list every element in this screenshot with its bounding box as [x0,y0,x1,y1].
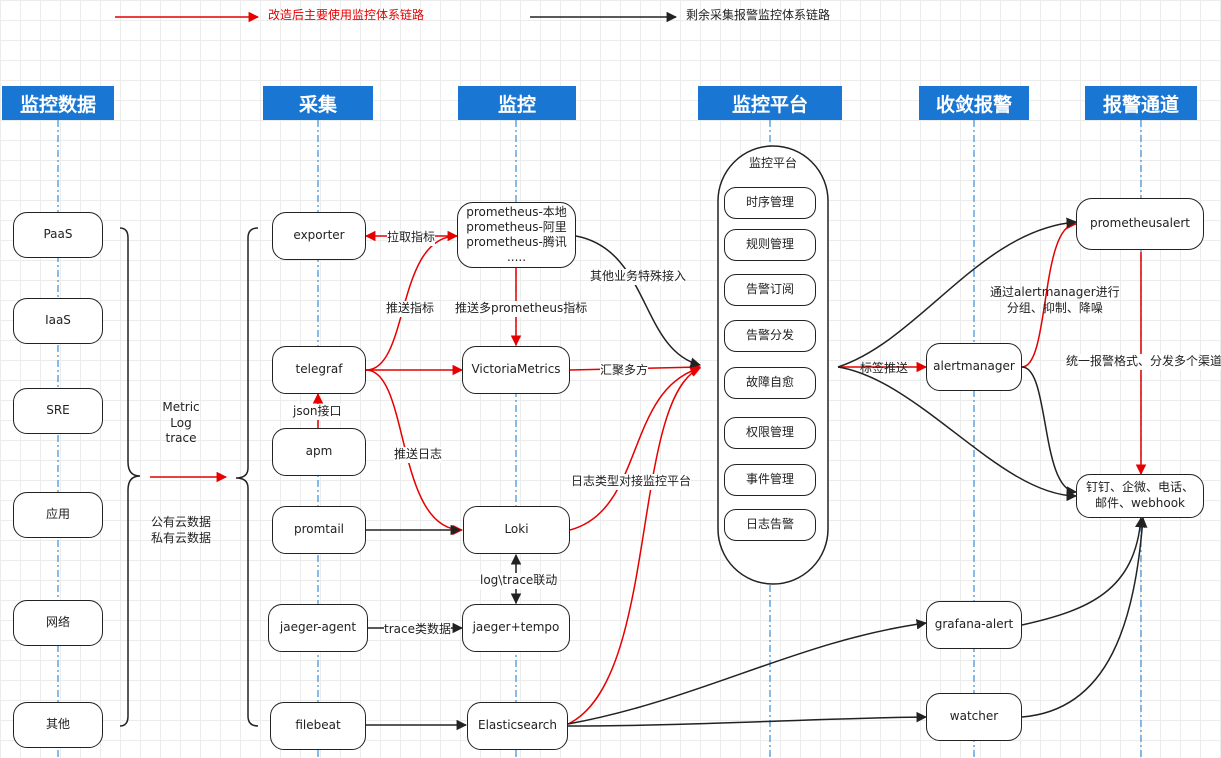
edge-label-json: json接口 [293,404,342,420]
edge-label-trace-data: trace类数据 [384,622,451,638]
platform-item: 故障自愈 [724,367,816,399]
alert-grafana-alert: grafana-alert [926,601,1022,649]
data-types-label: Metric Log trace [162,400,200,446]
header-platform: 监控平台 [698,86,842,120]
header-collect: 采集 [263,86,373,120]
source-node: SRE [13,388,103,434]
edge-prometheus-platform [575,235,702,368]
platform-item: 规则管理 [724,229,816,261]
collector-exporter: exporter [272,212,366,260]
collector-apm: apm [272,428,366,476]
edge-alertmanager-prometheusalert [1021,218,1078,368]
header-monitor: 监控 [458,86,576,120]
header-converge: 收敛报警 [919,86,1029,120]
edge-label-unified: 统一报警格式、分发多个渠道 [1066,354,1221,370]
source-node: 应用 [13,492,103,538]
platform-title: 监控平台 [748,156,797,170]
edge-label-pull: 拉取指标 [387,230,436,246]
edge-es-grafana [567,619,928,725]
edge-label-push-multi: 推送多prometheus指标 [455,301,588,317]
source-node: 网络 [13,600,103,646]
edge-label-log-type: 日志类型对接监控平台 [571,474,692,490]
edge-platform-prometheusalert [837,217,1078,368]
monitor-elasticsearch: Elasticsearch [467,702,568,750]
edge-label-alertmanager-desc: 通过alertmanager进行 分组、抑制、降噪 [990,285,1120,315]
alert-watcher: watcher [926,693,1022,741]
platform-item: 权限管理 [724,417,816,449]
brace-right [235,227,259,727]
legend-black-label: 剩余采集报警监控体系链路 [686,8,831,22]
lane-lines [57,120,1142,758]
collector-telegraf: telegraf [272,346,366,394]
cloud-data-label: 公有云数据 私有云数据 [150,515,211,545]
source-node: IaaS [13,298,103,344]
legend-red-label: 改造后主要使用监控体系链路 [268,8,425,22]
platform-item: 事件管理 [724,464,816,496]
edge-label-linkage: log\trace联动 [480,573,558,589]
edge-es-platform [567,367,701,725]
edge-loki-platform [569,365,702,531]
header-data: 监控数据 [2,86,114,120]
monitor-prometheus: prometheus-本地 prometheus-阿里 prometheus-腾… [457,202,576,268]
monitor-jaeger-tempo: jaeger+tempo [462,604,570,652]
source-node: PaaS [13,212,103,258]
platform-item: 告警订阅 [724,274,816,306]
channel-final: 钉钉、企微、电话、 邮件、webhook [1076,474,1204,518]
edge-label-push-metric: 推送指标 [386,301,435,317]
monitor-loki: Loki [463,506,570,554]
source-node: 其他 [13,702,103,748]
alert-alertmanager: alertmanager [926,343,1022,391]
edge-grafana-final [1021,516,1146,626]
channel-prometheusalert: prometheusalert [1076,198,1204,250]
platform-item: 时序管理 [724,187,816,219]
edge-label-push-log: 推送日志 [394,447,443,463]
platform-item: 告警分发 [724,320,816,352]
monitor-victoriametrics: VictoriaMetrics [462,346,570,394]
edge-label-tag-push: 标签推送 [860,361,909,375]
edge-es-watcher [567,711,928,727]
edge-alertmanager-final [1021,366,1078,497]
collector-jaeger-agent: jaeger-agent [268,604,368,652]
edge-label-aggregate: 汇聚多方 [600,363,649,379]
brace-left [119,227,141,727]
platform-item: 日志告警 [724,509,816,541]
header-channel: 报警通道 [1085,86,1197,120]
collector-filebeat: filebeat [270,702,366,750]
edge-label-special: 其他业务特殊接入 [590,269,687,285]
collector-promtail: promtail [272,506,366,554]
edge-watcher-final [1021,516,1148,718]
edge-platform-final [837,366,1078,502]
